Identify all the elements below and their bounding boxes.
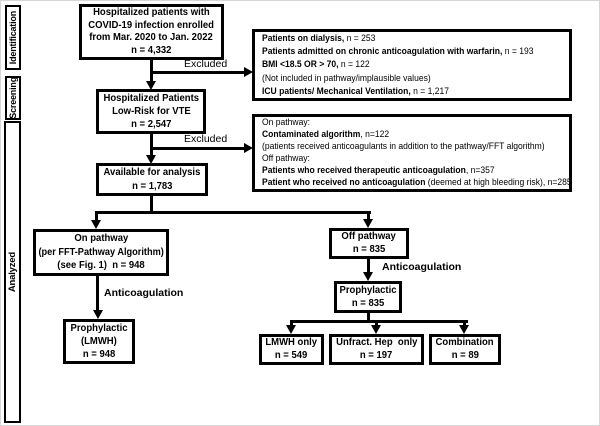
excl2-line5-rest: , n=357 xyxy=(465,165,495,176)
arrowhead-to-prophylactic-off xyxy=(363,272,373,281)
stage-analyzed-label: Analyzed xyxy=(7,251,18,293)
flow-box-lowrisk: Hospitalized Patients Low-Risk for VTE n… xyxy=(96,89,206,134)
stage-identification-label: Identification xyxy=(8,10,18,65)
excl2-line6-bold: Patient who received no anticoagulation xyxy=(262,177,426,188)
flow-box-off-pathway: Off pathway n = 835 xyxy=(329,228,409,259)
unfract-hep-line-1: Unfract. Hep only xyxy=(335,337,418,348)
excl2-line5-bold: Patients who received therapeutic antico… xyxy=(262,165,466,176)
connector-split-left xyxy=(95,211,98,222)
excl2-line6-rest: (deemed at high bleeding risk), n=285 xyxy=(425,177,572,188)
flow-box-on-pathway: On pathway (per FFT-Pathway Algorithm) (… xyxy=(33,229,169,276)
connector-excluded-1 xyxy=(150,71,245,74)
flow-box-lmwh-only: LMWH only n = 549 xyxy=(259,334,324,365)
excl2-line2-rest: , n=122 xyxy=(360,129,390,140)
enrolled-line-2: COVID-19 infection enrolled xyxy=(88,19,215,31)
arrowhead-to-lmwh-only xyxy=(286,325,296,334)
off-pathway-count: n = 835 xyxy=(352,243,386,255)
connector-split-right xyxy=(367,211,370,221)
arrowhead-to-prophylactic-lmwh xyxy=(93,310,103,319)
flow-box-enrolled: Hospitalized patients with COVID-19 infe… xyxy=(79,4,224,60)
on-pathway-line-1: On pathway xyxy=(74,233,128,245)
exclusion-box-screening: On pathway: Contaminated algorithm, n=12… xyxy=(252,114,572,192)
excl1-line4-rest: (Not included in pathway/implausible val… xyxy=(262,72,431,84)
stage-screening-label: Screening xyxy=(8,77,18,119)
excl1-line1-rest: n = 253 xyxy=(344,33,376,44)
lowrisk-line-2: Low-Risk for VTE xyxy=(111,106,191,117)
excl1-line1-bold: Patients on dialysis, xyxy=(262,33,345,44)
label-excluded-2: Excluded xyxy=(184,133,228,145)
connector-available-down xyxy=(150,195,153,214)
excl1-line2-bold: Patients admitted on chronic anticoagula… xyxy=(262,46,503,58)
lmwh-only-count: n = 549 xyxy=(275,349,308,361)
stage-identification: Identification xyxy=(5,5,21,70)
prophylactic-off-line-1: Prophylactic xyxy=(339,285,397,296)
connector-bottom-horizontal xyxy=(290,320,468,323)
excl2-line1-rest: On pathway: xyxy=(262,117,311,128)
enrolled-line-1: Hospitalized patients with xyxy=(93,7,210,18)
label-excluded-1: Excluded xyxy=(184,58,228,70)
connector-enrolled-down xyxy=(150,58,153,82)
off-pathway-line-1: Off pathway xyxy=(341,231,397,242)
excl2-line4-rest: Off pathway: xyxy=(262,153,310,164)
label-anticoagulation-right: Anticoagulation xyxy=(382,261,462,273)
arrowhead-to-on-pathway xyxy=(91,220,101,229)
flow-box-available: Available for analysis n = 1,783 xyxy=(96,163,208,196)
unfract-hep-count: n = 197 xyxy=(360,349,393,361)
lowrisk-line-1: Hospitalized Patients xyxy=(103,93,199,104)
prophylactic-off-count: n = 835 xyxy=(351,298,385,309)
prophylactic-lmwh-count: n = 948 xyxy=(82,349,116,360)
arrowhead-to-exclusion-2 xyxy=(244,143,253,153)
flow-box-unfract-hep: Unfract. Hep only n = 197 xyxy=(329,334,424,365)
arrowhead-to-available xyxy=(146,155,156,164)
combination-count: n = 89 xyxy=(451,349,479,361)
arrowhead-to-combination xyxy=(459,325,469,334)
exclusion-box-identification: Patients on dialysis, n = 253 Patients a… xyxy=(252,29,572,101)
arrowhead-to-unfract-hep xyxy=(371,325,381,334)
combination-line-1: Combination xyxy=(435,337,495,348)
arrowhead-to-lowrisk xyxy=(146,81,156,90)
connector-stub-lmwh-only xyxy=(290,322,293,326)
label-anticoagulation-left: Anticoagulation xyxy=(104,287,184,299)
connector-stub-unfract xyxy=(375,322,378,326)
excl2-line3-rest: (patients received anticoagulants in add… xyxy=(262,141,545,152)
arrowhead-to-exclusion-1 xyxy=(244,67,253,77)
enrolled-count: n = 4,332 xyxy=(131,44,172,56)
excl2-line2-bold: Contaminated algorithm xyxy=(262,129,361,140)
connector-excluded-2 xyxy=(150,147,245,150)
lmwh-only-line-1: LMWH only xyxy=(265,337,318,348)
enrolled-line-3: from Mar. 2020 to Jan. 2022 xyxy=(89,32,214,43)
available-line-1: Available for analysis xyxy=(103,167,201,178)
flow-box-prophylactic-off: Prophylactic n = 835 xyxy=(334,281,402,313)
lowrisk-count: n = 2,547 xyxy=(130,119,172,130)
connector-on-pathway-down xyxy=(96,276,99,312)
excl1-line3-bold: BMI <18.5 OR > 70, xyxy=(262,59,339,71)
connector-lowrisk-down xyxy=(150,133,153,156)
prophylactic-lmwh-line-1: Prophylactic xyxy=(70,323,128,334)
on-pathway-count: (see Fig. 1) n = 948 xyxy=(57,260,145,272)
on-pathway-line-2: (per FFT-Pathway Algorithm) xyxy=(38,246,164,258)
flow-box-combination: Combination n = 89 xyxy=(429,334,501,365)
excl1-line5-bold: ICU patients/ Mechanical Ventilation, xyxy=(262,85,411,97)
connector-stub-combination xyxy=(463,322,466,326)
flow-box-prophylactic-lmwh: Prophylactic (LMWH) n = 948 xyxy=(63,319,135,364)
stage-analyzed: Analyzed xyxy=(4,121,21,423)
stage-screening: Screening xyxy=(5,76,21,120)
available-count: n = 1,783 xyxy=(131,180,173,192)
excl1-line3-rest: n = 122 xyxy=(338,59,370,71)
excl1-line5-rest: n = 1,217 xyxy=(410,85,449,97)
connector-off-pathway-down xyxy=(367,259,370,274)
arrowhead-to-off-pathway xyxy=(363,219,373,228)
connector-split-horizontal xyxy=(95,211,371,214)
excl1-line2-rest: n = 193 xyxy=(502,46,534,58)
connector-prophylactic-off-down xyxy=(367,313,370,323)
prophylactic-lmwh-line-2: (LMWH) xyxy=(81,336,117,347)
